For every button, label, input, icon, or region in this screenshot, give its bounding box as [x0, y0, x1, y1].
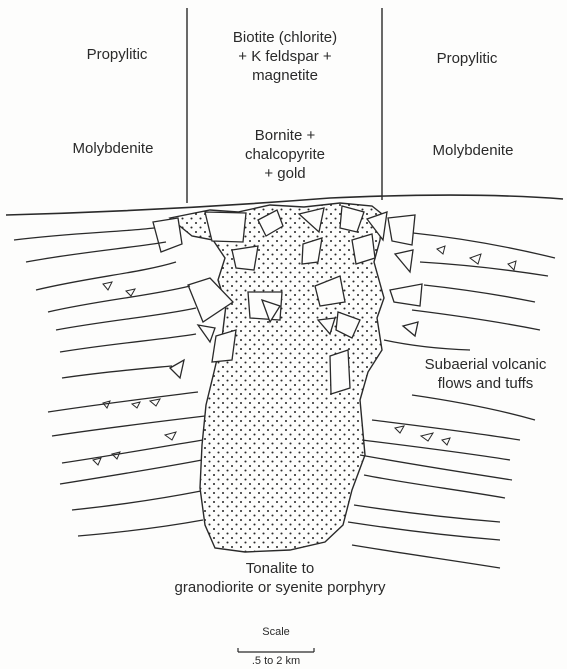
stratum-line [354, 505, 500, 522]
stratum-line [62, 440, 203, 463]
breccia-clast [330, 350, 350, 394]
strata-clast [112, 452, 120, 459]
breccia-clast [198, 325, 215, 342]
stratum-line [412, 310, 540, 330]
stratum-line [52, 416, 205, 436]
stratum-line [364, 475, 505, 498]
breccia-clast [388, 215, 415, 245]
left-mineral-label: Molybdenite [53, 139, 173, 158]
stratum-line [56, 308, 196, 330]
right-alteration-label: Propylitic [412, 49, 522, 68]
breccia-clast [403, 322, 418, 336]
stratum-line [26, 242, 166, 262]
scale-range-label: .5 to 2 km [226, 655, 326, 668]
breccia-clast [205, 212, 246, 242]
stratum-line [420, 262, 548, 276]
breccia-clast [212, 330, 236, 362]
strata-clast [442, 438, 450, 445]
center-mineral-label: Bornite + chalcopyrite + gold [210, 126, 360, 183]
breccia-clast [170, 360, 184, 378]
stratum-line [78, 520, 203, 536]
stratum-line [362, 440, 510, 460]
stratum-line [14, 228, 154, 240]
intrusion-label: Tonalite to granodiorite or syenite porp… [150, 559, 410, 597]
stratum-line [36, 262, 176, 290]
stratum-line [412, 395, 535, 420]
breccia-clast [395, 250, 413, 272]
host-rocks-label: Subaerial volcanic flows and tuffs [408, 355, 563, 393]
strata-clast [395, 426, 404, 433]
right-mineral-label: Molybdenite [408, 141, 538, 160]
strata-clast [470, 254, 481, 264]
stratum-line [384, 340, 470, 350]
strata-clast [508, 261, 516, 270]
breccia-clast [232, 246, 258, 270]
strata-clast [150, 399, 160, 406]
stratum-line [48, 286, 190, 312]
breccia-clast [390, 284, 422, 306]
strata-clast [437, 246, 445, 254]
breccia-clast [153, 218, 182, 252]
left-strata-lines [14, 228, 205, 536]
stratum-line [360, 455, 512, 480]
stratum-line [348, 522, 500, 540]
porphyry-intrusion [170, 203, 384, 552]
scale-bar [238, 648, 314, 652]
scale-title: Scale [236, 626, 316, 639]
strata-clast [93, 458, 101, 465]
stratum-line [48, 392, 198, 412]
stratum-line [424, 285, 535, 302]
stratum-line [372, 420, 520, 440]
stratum-line [60, 460, 202, 484]
breccia-clast [352, 234, 375, 264]
strata-clast [103, 401, 110, 408]
strata-clast [421, 433, 433, 441]
left-alteration-label: Propylitic [62, 45, 172, 64]
strata-clast [132, 402, 140, 408]
strata-clast [103, 282, 112, 290]
strata-clast [165, 432, 176, 440]
strata-clast [126, 289, 135, 296]
stratum-line [62, 366, 172, 378]
center-alteration-label: Biotite (chlorite) + K feldspar + magnet… [200, 28, 370, 85]
stratum-line [413, 233, 555, 258]
stratum-line [60, 334, 196, 352]
stratum-line [72, 491, 201, 510]
